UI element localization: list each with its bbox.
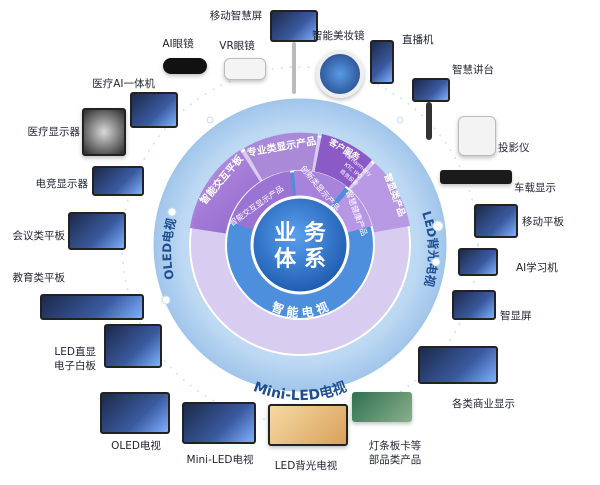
inner-arc-label: 智 能 电 视 <box>269 298 331 320</box>
bubble <box>431 257 441 267</box>
smart-podium-base <box>426 102 432 140</box>
label-mobile-smart-screen: 移动智慧屏 <box>209 10 263 22</box>
label-e-whiteboard: 电子白板 <box>54 360 96 372</box>
label-oled-tv: OLED电视 <box>111 440 161 452</box>
oled-tv-image <box>100 392 170 434</box>
medical-display-image <box>82 108 126 156</box>
label-ai-learning: AI学习机 <box>516 262 558 274</box>
label-vr-glasses: VR眼镜 <box>219 40 255 52</box>
center-line-2: 体 系 <box>274 247 326 272</box>
label-components: 部品类产品 <box>368 454 422 466</box>
label-projector: 投影仪 <box>498 142 530 154</box>
label-led-direct: LED直显 <box>54 346 96 358</box>
bubble <box>161 295 171 305</box>
label-smart-mirror: 智能美妆镜 <box>312 30 365 42</box>
outer-label-left: OLED电视 <box>160 217 179 281</box>
live-stream-image <box>370 40 394 84</box>
miniled-tv-image <box>182 402 256 444</box>
label-live-stream: 直播机 <box>402 34 434 46</box>
mobile-smart-screen-stand <box>292 42 296 94</box>
label-mobile-tablet: 移动平板 <box>522 216 564 228</box>
light-bar-image <box>352 392 412 422</box>
mobile-tablet-image <box>474 204 518 238</box>
bubble <box>167 207 177 217</box>
bubble <box>206 116 214 124</box>
smart-screen-image <box>452 290 496 320</box>
label-light-bar: 灯条板卡等 <box>368 440 422 452</box>
meeting-tablet-image <box>68 212 126 250</box>
bubble <box>432 220 444 232</box>
medical-ai-image <box>130 92 178 128</box>
car-display-image <box>440 170 512 184</box>
label-medical-display: 医疗显示器 <box>27 126 81 138</box>
core-disc <box>250 195 350 295</box>
mobile-smart-screen-image <box>270 10 318 42</box>
edu-tablet-image <box>40 294 144 320</box>
label-smart-podium: 智慧讲台 <box>452 64 494 76</box>
label-edu-tablet: 教育类平板 <box>12 272 66 284</box>
label-miniled-tv: Mini-LED电视 <box>186 454 254 466</box>
ai-glasses-image <box>163 58 207 74</box>
commercial-display-image <box>418 346 498 384</box>
led-backlight-tv-image <box>268 404 348 446</box>
label-medical-ai: 医疗AI一体机 <box>92 78 155 90</box>
label-meeting-tablet: 会议类平板 <box>12 230 66 242</box>
label-car-display: 车载显示 <box>514 182 556 194</box>
projector-image <box>458 116 496 156</box>
label-commercial-display: 各类商业显示 <box>452 398 515 410</box>
label-ai-glasses: AI眼镜 <box>162 38 194 50</box>
smart-podium-image <box>412 78 450 102</box>
bubble <box>396 116 404 124</box>
led-whiteboard-image <box>104 324 162 368</box>
vr-glasses-image <box>224 58 266 80</box>
center-line-1: 业 务 <box>274 221 327 246</box>
gaming-display-image <box>92 166 144 196</box>
label-gaming-display: 电竞显示器 <box>35 178 89 190</box>
smart-mirror-image <box>316 50 364 98</box>
label-led-backlight-tv: LED背光电视 <box>274 460 338 472</box>
label-smart-screen: 智显屏 <box>500 310 532 322</box>
ai-learning-image <box>458 248 498 276</box>
